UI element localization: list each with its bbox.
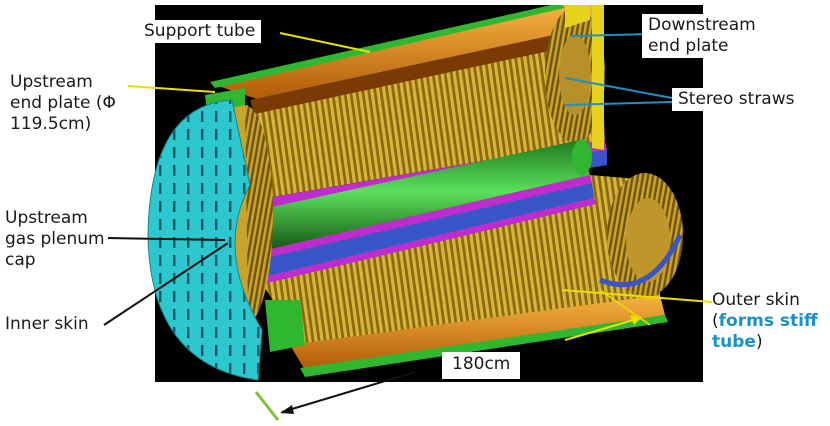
- downstream-plate-top: [565, 5, 590, 28]
- upper-straw-body: [250, 40, 605, 200]
- downstream-plate-core: [559, 35, 591, 115]
- leader-plenum: [107, 237, 226, 241]
- label-upstream-plate-line1: Upstream: [10, 72, 93, 92]
- leader-downstream: [571, 33, 649, 37]
- leader-stereo-1: [564, 77, 673, 99]
- label-inner-skin-text: Inner skin: [5, 314, 89, 334]
- inner-tube: [235, 140, 590, 255]
- label-outer-skin-accent2: tube: [712, 332, 756, 352]
- label-plenum-line3: cap: [5, 250, 36, 270]
- leader-outer-skin-2: [599, 289, 651, 326]
- lower-end-core: [626, 198, 670, 282]
- label-inner-skin: Inner skin: [5, 314, 89, 335]
- label-gas-plenum: Upstream gas plenum cap: [5, 208, 105, 271]
- downstream-plate-edge: [592, 5, 604, 150]
- support-tube-rim: [210, 5, 565, 88]
- label-upstream-plate-line2: end plate (Φ: [10, 93, 116, 113]
- lower-axial-layer: [248, 183, 594, 280]
- length-end-tick: [254, 391, 280, 421]
- label-upstream-plate-line3: 119.5cm): [10, 114, 92, 134]
- length-arrowhead-right: [630, 315, 642, 325]
- leader-support-tube: [279, 32, 371, 53]
- support-tube-shell: [215, 5, 600, 100]
- length-arrow-top: [564, 317, 641, 341]
- length-arrowhead-left: [280, 405, 294, 414]
- lower-end-blue-arc: [599, 233, 683, 288]
- label-downstream-end-plate: Downstream end plate: [642, 14, 762, 58]
- label-outer-skin-line1: Outer skin: [712, 290, 800, 310]
- label-support-tube: Support tube: [138, 20, 262, 43]
- front-panel-bottom: [265, 300, 305, 352]
- label-outer-skin-close: ): [755, 332, 763, 352]
- leader-outer-skin: [561, 289, 713, 303]
- length-arrow-bottom: [281, 371, 416, 413]
- label-plenum-line1: Upstream: [5, 208, 88, 228]
- outer-skin-rim: [300, 315, 668, 377]
- label-support-tube-text: Support tube: [144, 21, 256, 41]
- lower-straw-body: [245, 175, 660, 345]
- label-outer-skin-line2: (forms stiff: [712, 311, 818, 332]
- inner-tube-end: [572, 139, 592, 175]
- label-outer-skin: Outer skin (forms stiff tube): [712, 290, 818, 353]
- label-plenum-line2: gas plenum: [5, 229, 105, 249]
- label-downstream-line1: Downstream: [648, 15, 756, 35]
- label-length: 180cm: [442, 352, 521, 379]
- leader-stereo-2: [564, 101, 673, 106]
- outer-skin-shell: [290, 295, 665, 370]
- label-outer-skin-accent1: forms stiff: [718, 311, 818, 331]
- lower-stereo-layer-2: [252, 198, 596, 286]
- label-upstream-end-plate: Upstream end plate (Φ 119.5cm): [10, 72, 116, 135]
- label-stereo-straws: Stereo straws: [672, 88, 801, 111]
- leader-upstream-plate: [127, 85, 216, 93]
- leader-inner-skin: [103, 242, 229, 326]
- label-outer-skin-line3: tube): [712, 332, 818, 353]
- label-downstream-line2: end plate: [648, 36, 729, 56]
- label-length-text: 180cm: [452, 354, 511, 374]
- lower-stereo-layer: [245, 175, 592, 262]
- label-stereo-straws-text: Stereo straws: [678, 89, 795, 109]
- label-outer-skin-open: (: [712, 311, 719, 331]
